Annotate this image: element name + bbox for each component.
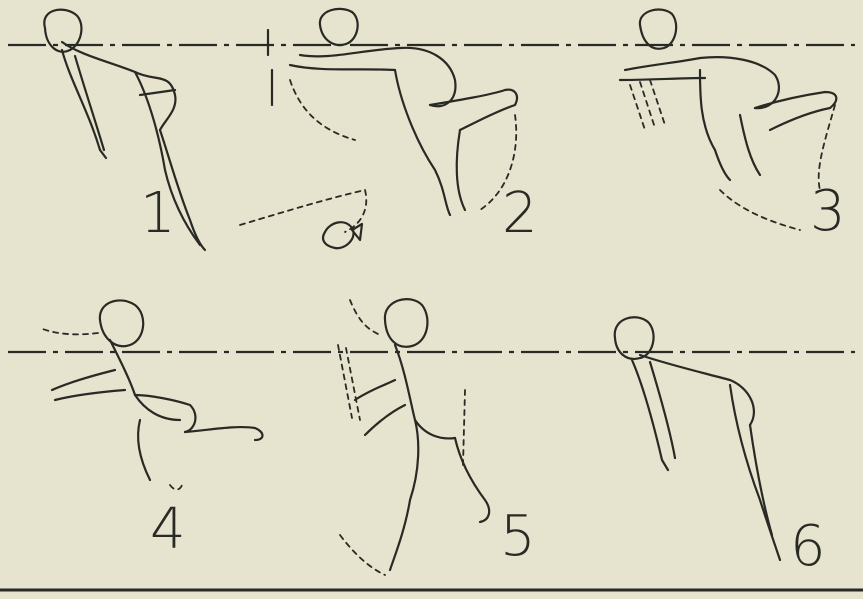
panel-label-6: 6 (790, 514, 826, 579)
panel-label-2: 2 (502, 181, 538, 246)
figure-2 (268, 9, 517, 215)
figure-5 (355, 299, 489, 570)
fish-icon (323, 222, 362, 248)
panel-label-3: 3 (810, 179, 846, 244)
figure-2-motion-arrows (240, 80, 516, 232)
panel-label-4: 4 (150, 497, 186, 562)
figure-3-motion-arrows (630, 80, 835, 230)
figure-3 (620, 10, 836, 180)
panel-label-1: 1 (140, 181, 176, 246)
figure-4 (52, 300, 263, 480)
panel-label-5: 5 (500, 504, 536, 569)
figure-6 (615, 317, 780, 560)
